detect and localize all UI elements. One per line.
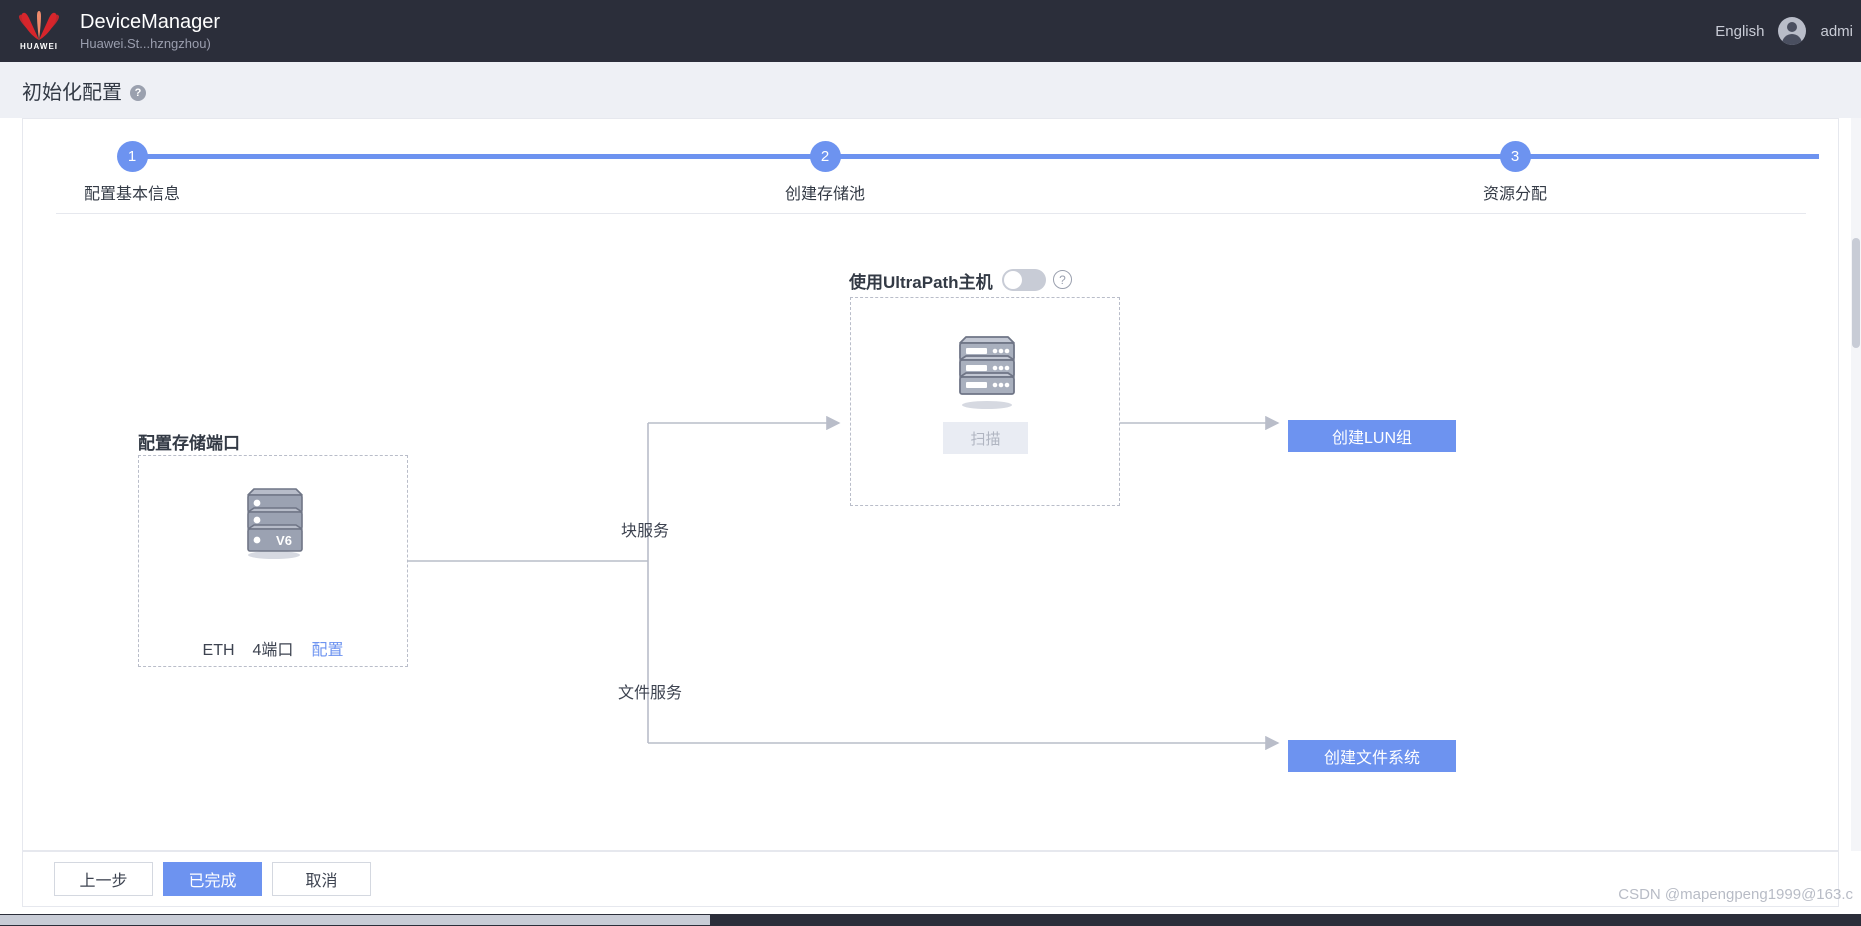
header-right-tools: English admi [1715, 0, 1861, 62]
page-title-bar: 初始化配置? [0, 62, 1861, 118]
horizontal-scrollbar-thumb[interactable] [0, 915, 710, 925]
svg-text:V6: V6 [276, 533, 292, 548]
username-label[interactable]: admi [1820, 22, 1853, 40]
storage-port-configure-link[interactable]: 配置 [311, 642, 344, 659]
language-selector[interactable]: English [1715, 22, 1765, 40]
storage-port-title: 配置存储端口 [138, 434, 240, 453]
previous-button[interactable]: 上一步 [54, 862, 153, 896]
ultrapath-toggle[interactable] [1002, 269, 1046, 291]
avatar[interactable] [1778, 17, 1807, 45]
stepper-step-1[interactable]: 1 配置基本信息 [84, 141, 180, 204]
ultrapath-help-icon[interactable]: ? [1053, 270, 1072, 289]
step-2-circle: 2 [809, 141, 841, 172]
ultrapath-toggle-knob [1004, 271, 1022, 289]
ultrapath-title: 使用UltraPath主机 [849, 273, 993, 292]
create-file-system-button[interactable]: 创建文件系统 [1288, 740, 1456, 772]
step-1-label: 配置基本信息 [84, 186, 181, 203]
card-divider [56, 213, 1806, 214]
diagram-connectors [408, 415, 1280, 751]
storage-port-count: 4端口 [252, 642, 294, 659]
storage-port-caption: ETH 4端口配置 [138, 636, 408, 660]
topology-diagram: 配置存储端口 V6 ETH 4端口配置 使用UltraPath主机 ? [23, 223, 1840, 803]
horizontal-scrollbar[interactable] [0, 914, 1861, 926]
step-2-label: 创建存储池 [785, 186, 866, 203]
page-title: 初始化配置? [22, 76, 146, 105]
step-1-circle: 1 [116, 141, 148, 172]
host-server-icon [953, 331, 1021, 416]
step-3-label: 资源分配 [1483, 186, 1548, 203]
huawei-wordmark: HUAWEI [20, 42, 58, 51]
vertical-scrollbar[interactable] [1851, 118, 1861, 851]
wizard-footer: 上一步 已完成 取消 [22, 851, 1839, 907]
create-lun-group-button[interactable]: 创建LUN组 [1288, 420, 1456, 452]
vertical-scrollbar-thumb[interactable] [1852, 238, 1860, 348]
watermark: CSDN @mapengpeng1999@163.c [1618, 886, 1853, 903]
step-3-circle: 3 [1499, 141, 1531, 172]
storage-device-icon: V6 [240, 483, 308, 566]
page-help-icon[interactable]: ? [130, 84, 146, 101]
scan-button[interactable]: 扫描 [943, 422, 1028, 454]
huawei-logo: HUAWEI [8, 0, 70, 62]
wizard-stepper: 1 配置基本信息 2 创建存储池 3 资源分配 [23, 133, 1840, 223]
wizard-card: 1 配置基本信息 2 创建存储池 3 资源分配 [22, 118, 1839, 851]
stepper-step-3[interactable]: 3 资源分配 [1483, 141, 1547, 204]
file-service-label: 文件服务 [618, 685, 683, 702]
top-header: HUAWEI DeviceManager Huawei.St...hzngzho… [0, 0, 1861, 62]
stepper-progress-line [139, 154, 1819, 159]
finished-button[interactable]: 已完成 [163, 862, 262, 896]
huawei-fan-icon [18, 11, 60, 40]
app-title-block: DeviceManager Huawei.St...hzngzhou) [80, 10, 220, 53]
cancel-button[interactable]: 取消 [272, 862, 371, 896]
stepper-step-2[interactable]: 2 创建存储池 [785, 141, 865, 204]
app-title: DeviceManager [80, 10, 221, 33]
page-title-text: 初始化配置 [22, 81, 122, 104]
block-service-label: 块服务 [621, 523, 670, 540]
storage-port-protocol: ETH [202, 642, 235, 659]
app-subtitle: Huawei.St...hzngzhou) [80, 35, 211, 51]
